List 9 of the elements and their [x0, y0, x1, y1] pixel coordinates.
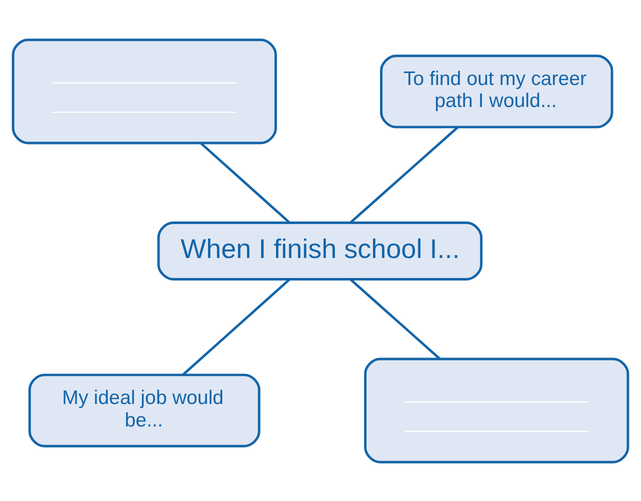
connector — [182, 278, 291, 376]
connector — [200, 142, 290, 224]
connector — [350, 126, 459, 224]
connector — [349, 278, 441, 360]
node-box — [364, 357, 630, 463]
node-box — [12, 38, 277, 144]
node-box: When I finish school I... — [157, 221, 482, 280]
node-box: To find out my career path I would... — [380, 54, 614, 128]
node-box: My ideal job would be... — [28, 373, 260, 447]
